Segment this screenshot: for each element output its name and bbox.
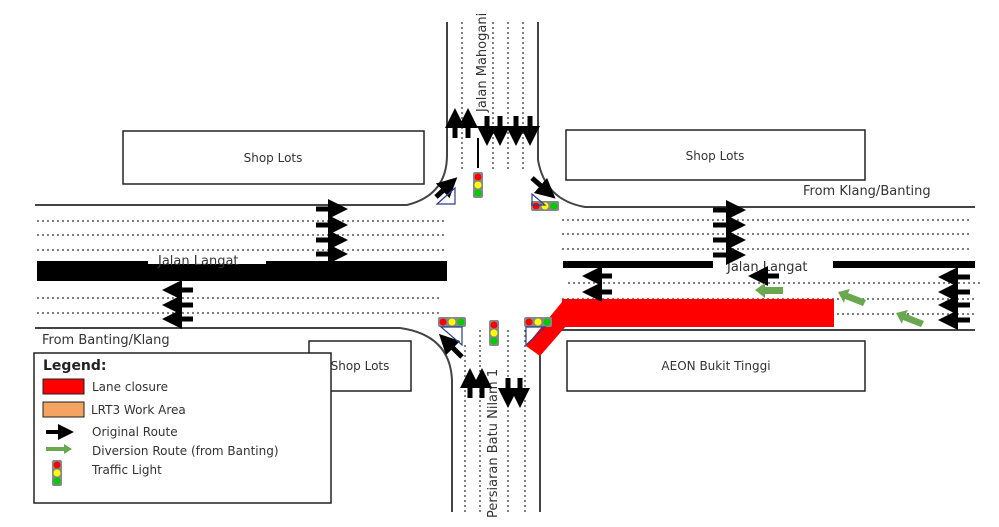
building-nw-label: Shop Lots — [244, 151, 303, 165]
traffic-lights — [438, 172, 559, 346]
diversion-arrow — [755, 283, 783, 298]
building-nw — [122, 130, 425, 185]
legend-item-label: Diversion Route (from Banting) — [92, 444, 279, 458]
road-label-west: Jalan Langat — [157, 254, 239, 269]
north-lane-markings — [461, 22, 524, 172]
east-median-right — [833, 261, 975, 268]
building-se-label: AEON Bukit Tinggi — [661, 359, 770, 373]
legend-item-label: Traffic Light — [91, 463, 162, 477]
arrow-turn — [438, 333, 464, 359]
legend: Legend: Lane closure LRT3 Work Area Orig… — [33, 352, 332, 504]
road-label-east: Jalan Langat — [726, 260, 808, 275]
south-lane-markings — [464, 330, 526, 512]
road-label-north: Jalan Mahogani — [475, 13, 490, 113]
building-sw-label: Shop Lots — [331, 359, 390, 373]
direction-label-east: From Klang/Banting — [803, 184, 931, 199]
building-ne-label: Shop Lots — [686, 149, 745, 163]
south-road — [35, 327, 975, 512]
legend-title: Legend: — [43, 358, 107, 374]
diversion-arrows — [755, 283, 924, 327]
traffic-light-west — [438, 317, 466, 327]
legend-item-label: Original Route — [92, 425, 178, 439]
lane-closure-taper — [526, 302, 580, 356]
traffic-light-south — [489, 320, 499, 346]
west-lane-markings — [37, 220, 445, 314]
legend-item-label: Lane closure — [92, 380, 168, 394]
road-label-south: Persiaran Batu Nilam 1 — [486, 369, 501, 518]
arrow-turn — [530, 176, 556, 199]
legend-closure-swatch — [42, 378, 85, 395]
west-median — [37, 261, 447, 281]
direction-label-west: From Banting/Klang — [42, 333, 170, 348]
east-median-left — [563, 261, 713, 268]
legend-traffic-light-icon — [52, 460, 62, 486]
original-route-arrows — [162, 108, 970, 408]
traffic-light-east — [531, 201, 559, 211]
building-se — [566, 340, 866, 392]
traffic-light-north — [473, 172, 483, 198]
arrow-turn — [434, 177, 458, 199]
building-ne — [565, 129, 866, 181]
legend-work-area-swatch — [42, 401, 85, 418]
traffic-light-se — [524, 317, 552, 327]
diversion-arrow — [838, 289, 866, 306]
diversion-arrow — [896, 310, 924, 327]
lane-closure — [562, 299, 834, 327]
legend-item-label: LRT3 Work Area — [91, 403, 186, 417]
